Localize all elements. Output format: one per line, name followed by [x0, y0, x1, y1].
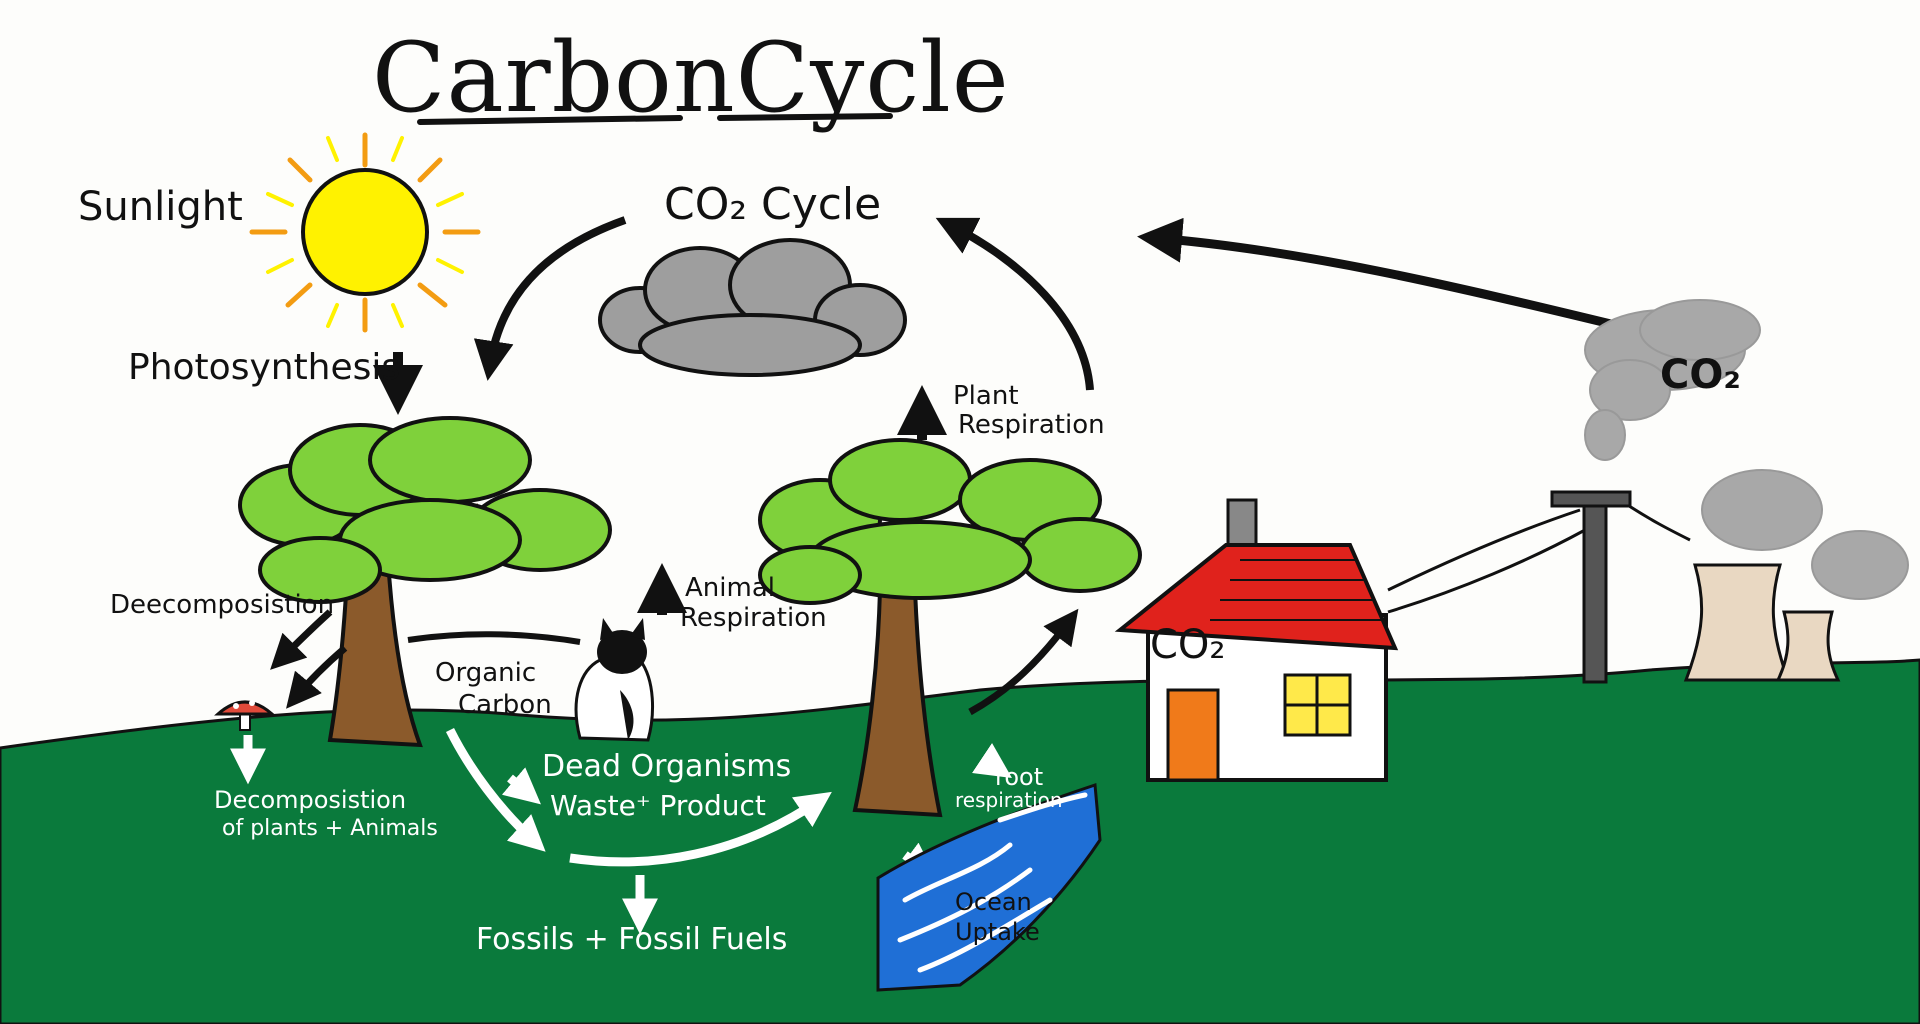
power-pole-icon — [1387, 490, 1691, 684]
animal-respiration-label-2: Respiration — [680, 603, 827, 633]
arrow-icon — [286, 645, 348, 709]
cloud-icon — [598, 238, 907, 377]
decomposition-plants-label: Decomposistion — [214, 786, 407, 814]
organic-carbon-label: Organic — [435, 658, 537, 688]
sunlight-label: Sunlight — [78, 184, 243, 230]
dead-organisms-label: Dead Organisms — [542, 749, 792, 784]
photosynthesis-label: Photosynthesis — [128, 347, 401, 388]
title-underline — [417, 113, 893, 125]
decomposition-label: Deecomposistion — [110, 590, 335, 620]
house-co2-label: CO₂ — [1150, 622, 1226, 668]
arrow-icon — [230, 727, 1012, 935]
ocean-uptake-label-2: Uptake — [955, 918, 1040, 946]
tree-icon — [758, 438, 1142, 818]
arrow-icon — [1137, 217, 1617, 330]
smoke-icon — [1584, 299, 1909, 600]
cloud-label: CO₂ Cycle — [664, 179, 882, 230]
waste-product-label: Waste⁺ Product — [550, 789, 766, 822]
animal-respiration-label: Animal — [685, 573, 775, 603]
plant-respiration-label: Plant — [953, 381, 1019, 411]
house-icon — [1114, 498, 1399, 782]
root-respiration-label-2: respiration — [955, 788, 1063, 812]
ocean-uptake-label: Ocean — [955, 888, 1032, 916]
cooling-tower-icon — [1683, 563, 1841, 682]
cat-icon — [574, 618, 655, 742]
arrow-icon — [473, 216, 627, 381]
tree-icon — [238, 416, 612, 748]
smoke-co2-label: CO₂ — [1660, 352, 1741, 398]
arrow-icon — [935, 217, 1094, 391]
arrow-icon — [968, 608, 1079, 716]
organic-carbon-label-2: Carbon — [458, 690, 552, 720]
decomposition-plants-label-2: of plants + Animals — [222, 816, 438, 841]
root-respiration-label: root — [995, 763, 1044, 791]
sun-icon — [249, 132, 481, 333]
ocean-icon — [876, 782, 1102, 992]
diagram-title: CarbonCycle — [372, 22, 1010, 134]
plant-respiration-label-2: Respiration — [958, 410, 1105, 440]
arrow-icon — [270, 609, 333, 670]
fossils-label: Fossils + Fossil Fuels — [476, 922, 788, 957]
mushroom-icon — [214, 700, 276, 731]
arrow-icon — [407, 631, 581, 645]
